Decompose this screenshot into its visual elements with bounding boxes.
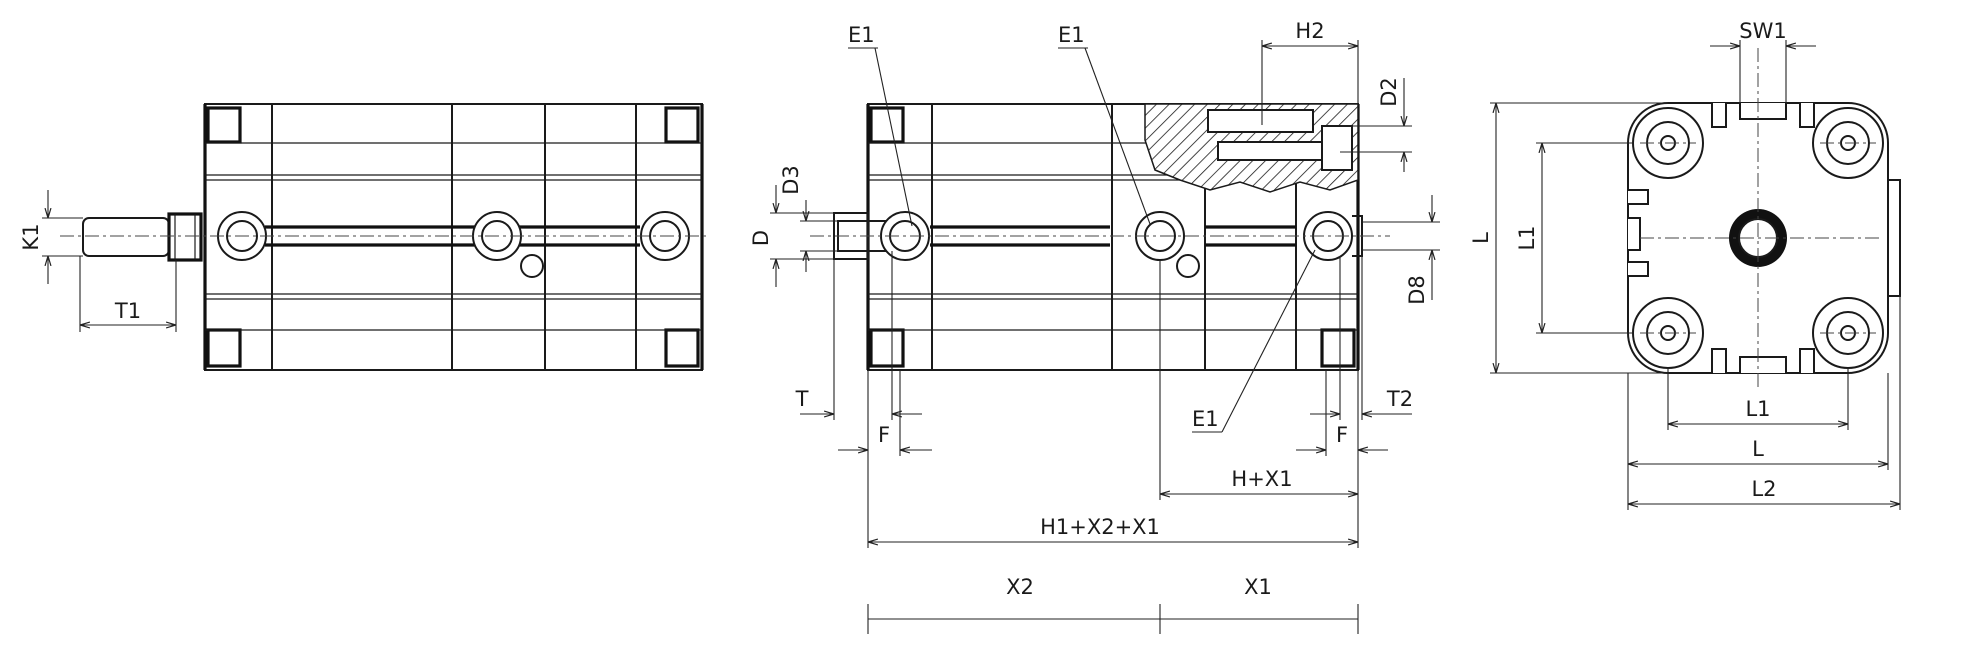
end-view — [1490, 40, 1901, 510]
label-l2: L2 — [1751, 477, 1776, 501]
label-f-right: F — [1336, 423, 1348, 447]
label-t1: T1 — [114, 299, 141, 323]
label-e1-low: E1 — [1192, 407, 1219, 431]
label-t2: T2 — [1386, 387, 1413, 411]
label-e1-left: E1 — [848, 23, 875, 47]
label-x1: X1 — [1244, 575, 1272, 599]
label-d2: D2 — [1377, 77, 1401, 107]
label-h1-x2-x1: H1+X2+X1 — [1040, 515, 1160, 539]
label-sw1: SW1 — [1739, 19, 1786, 43]
section-view — [770, 40, 1440, 634]
label-d8: D8 — [1405, 275, 1429, 305]
label-t: T — [795, 387, 809, 411]
dimension-labels: K1 T1 E1 E1 E1 H2 D2 D3 D D8 T F T2 F H+… — [19, 19, 1787, 599]
label-d: D — [749, 230, 773, 246]
label-l-vertical: L — [1469, 232, 1493, 244]
label-f-left: F — [878, 423, 890, 447]
label-x2: X2 — [1006, 575, 1034, 599]
side-view — [42, 103, 710, 371]
label-l-horizontal: L — [1752, 437, 1764, 461]
label-h2: H2 — [1295, 19, 1324, 43]
label-l1-horizontal: L1 — [1745, 397, 1770, 421]
label-k1: K1 — [19, 223, 43, 250]
label-l1-vertical: L1 — [1515, 225, 1539, 250]
label-d3: D3 — [779, 165, 803, 195]
label-e1-mid: E1 — [1058, 23, 1085, 47]
label-h-x1: H+X1 — [1231, 467, 1292, 491]
